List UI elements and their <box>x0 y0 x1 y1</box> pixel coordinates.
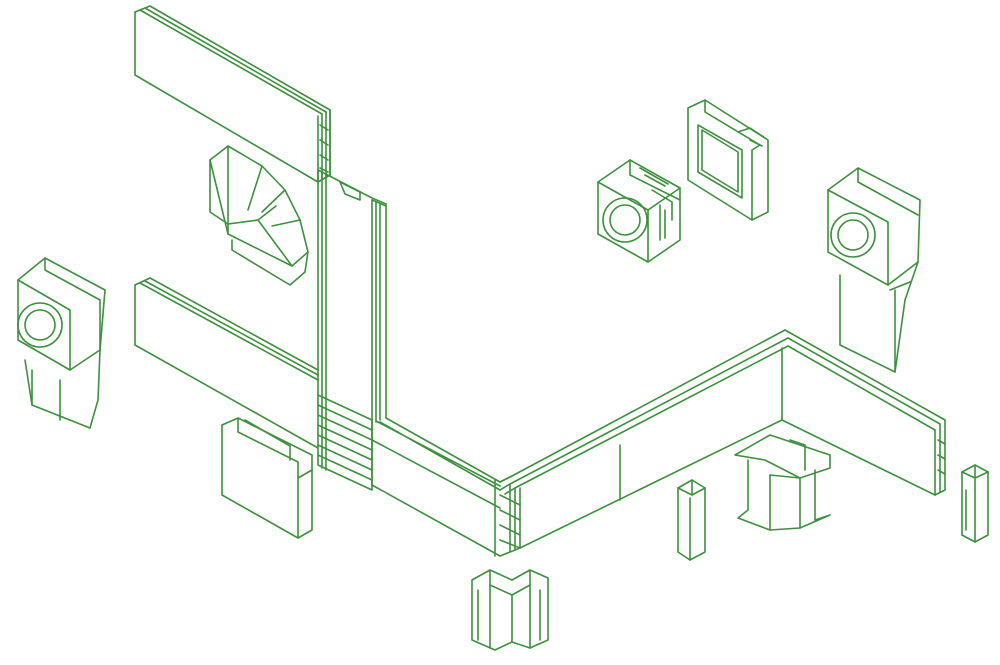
end-cap <box>677 479 706 561</box>
socket-insert <box>597 159 681 263</box>
vertical-duct <box>134 5 331 183</box>
external-corner <box>471 569 549 651</box>
joint-cover-right <box>961 464 989 543</box>
cable-box <box>221 417 313 539</box>
mounting-frame <box>687 99 769 221</box>
vertical-post <box>317 169 387 491</box>
horizontal-duct-left <box>134 277 513 557</box>
surface-socket-left <box>17 257 106 429</box>
surface-socket-right <box>827 167 921 373</box>
flat-elbow <box>209 145 309 286</box>
internal-corner <box>734 434 831 531</box>
duct-corner <box>499 329 946 557</box>
